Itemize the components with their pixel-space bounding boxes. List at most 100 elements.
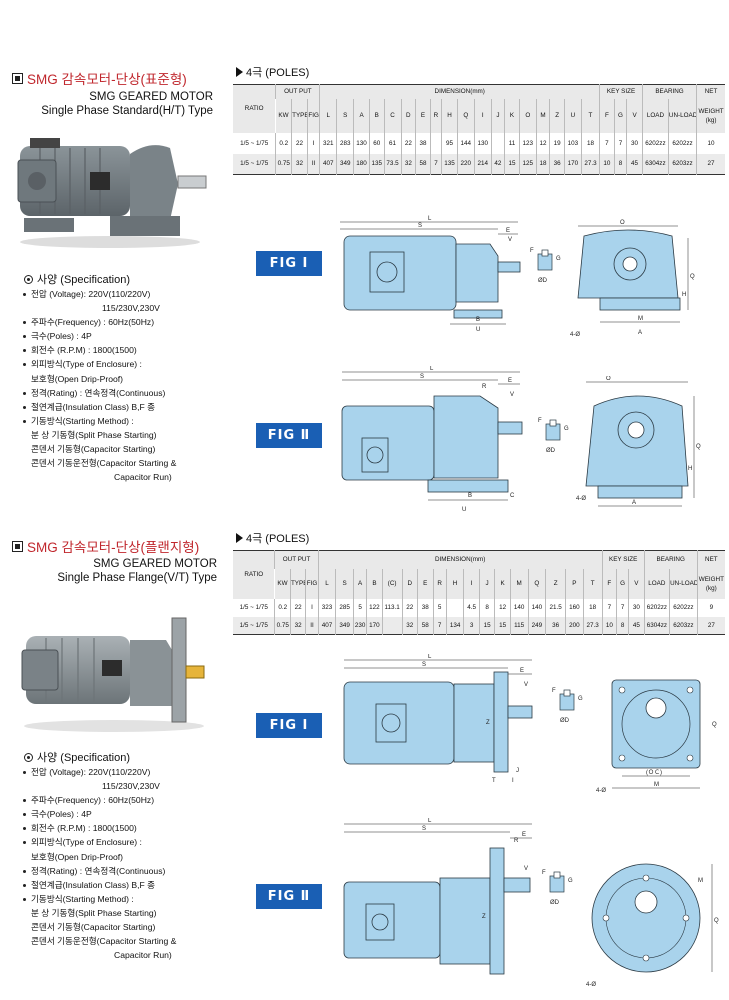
subheader-cell: J [478,568,495,599]
poles-label: 4극 (POLES) [236,530,309,546]
table-cell: 115 [509,616,528,635]
spec-list: 전압 (Voltage): 220V(110/220V) 115/230V,23… [22,287,176,484]
spec-item: 보호형(Open Drip-Proof) [31,851,124,862]
table-cell: 27.3 [580,153,600,175]
subheader-cell: J [490,98,505,133]
subheader-cell: H [441,98,458,133]
svg-text:H: H [688,466,692,472]
header-output: OUT PUT [275,84,320,99]
table-cell: 134 [445,616,464,635]
table-cell: 18 [535,153,550,175]
subheader-cell: G [613,98,627,133]
svg-text:O: O [606,376,611,382]
table-cell: 32 [289,616,306,635]
table-cell: 11 [504,132,520,154]
table-cell: II [305,616,319,635]
table-cell: 10 [696,132,725,154]
table-cell: 7 [601,598,617,617]
table-cell: 38 [415,132,431,154]
svg-text:T: T [492,778,496,784]
subheader-cell: C [383,98,401,133]
svg-text:B: B [468,493,472,499]
svg-text:V: V [508,237,512,243]
svg-text:4-Ø: 4-Ø [570,332,580,338]
svg-text:C: C [510,493,515,499]
svg-text:G: G [568,878,573,884]
table-cell: 0.75 [275,153,292,175]
subheader-cell: TYPE [289,568,306,599]
table-cell [490,132,505,154]
subheader-cell: KW [275,98,292,133]
table-cell: 38 [417,598,433,617]
subheader-cell: (C) [381,568,403,599]
svg-text:G: G [556,256,561,262]
table-cell: 19 [549,132,565,154]
table-cell: 407 [317,616,336,635]
subheader-cell: R [432,568,447,599]
table-cell: 135 [441,153,458,175]
svg-text:L: L [428,216,432,222]
subheader-cell: B [366,568,383,599]
spec-item: 전압 (Voltage): 220V(110/220V) [22,287,176,301]
table-cell: 95 [441,132,458,154]
table-cell: 123 [518,132,537,154]
table-cell: 125 [518,153,537,175]
header-net: NET [696,84,725,99]
spec-item: 콘덴서 기동운전형(Capacitor Starting & [31,936,177,947]
table-cell: 140 [527,598,546,617]
spec-item: 분 상 기동형(Split Phase Starting) [31,429,157,440]
table-cell: 73.5 [383,153,401,175]
subheader-cell: UN-LOAD [667,98,697,133]
svg-text:Q: Q [690,274,695,280]
circle-bullet-icon [24,274,33,284]
table-cell: 8 [615,616,629,635]
subheader-cell: L [319,98,337,133]
spec-item: Capacitor Run) [114,472,172,483]
table-cell: 22 [400,132,416,154]
table-cell: 321 [319,132,337,154]
svg-text:A: A [638,330,642,336]
fig-badge: FIG Ⅱ [256,884,322,909]
table-cell: 122 [366,598,383,617]
svg-text:U: U [476,327,480,332]
table-cell: 45 [628,616,645,635]
table-cell: 230 [352,616,367,635]
subheader-cell: F [599,98,615,133]
table-cell: 7 [432,616,447,635]
table-cell: 6203zz [667,153,697,175]
header-bearing: BEARING [641,84,697,99]
subheader-cell: A [352,568,367,599]
svg-text:E: E [522,832,526,838]
table-cell: 103 [563,132,582,154]
table-cell: 30 [626,132,643,154]
subheader-cell: S [335,568,354,599]
table-cell: 32 [400,153,416,175]
header-ratio: RATIO [233,550,275,599]
subheader-cell: K [494,568,511,599]
svg-text:S: S [422,826,426,832]
table-cell: 135 [368,153,385,175]
subheader-cell: UN-LOAD [669,568,698,599]
table-cell: 30 [628,598,645,617]
subheader-cell: I [473,98,492,133]
table-cell: I [306,132,320,154]
fig1-front-drawing: (ＯＣ) M4-ØQ [596,679,717,794]
subheader-cell: D [400,98,416,133]
table-cell: 10 [601,616,617,635]
subheader-cell: O [518,98,537,133]
subheader-cell: KW [274,568,291,599]
table-cell: 0.2 [275,132,292,154]
spec-item: 회전수 (R.P.M) : 1800(1500) [22,821,176,835]
header-bearing: BEARING [643,550,698,569]
table-cell: 42 [490,153,505,175]
motor-photo [21,617,205,732]
subheader-cell: Q [456,98,475,133]
table-cell: 18 [582,598,603,617]
table-cell: 283 [336,132,354,154]
table-cell: 6202zz [643,598,670,617]
spec-item: 기동방식(Starting Method) : [22,892,176,906]
